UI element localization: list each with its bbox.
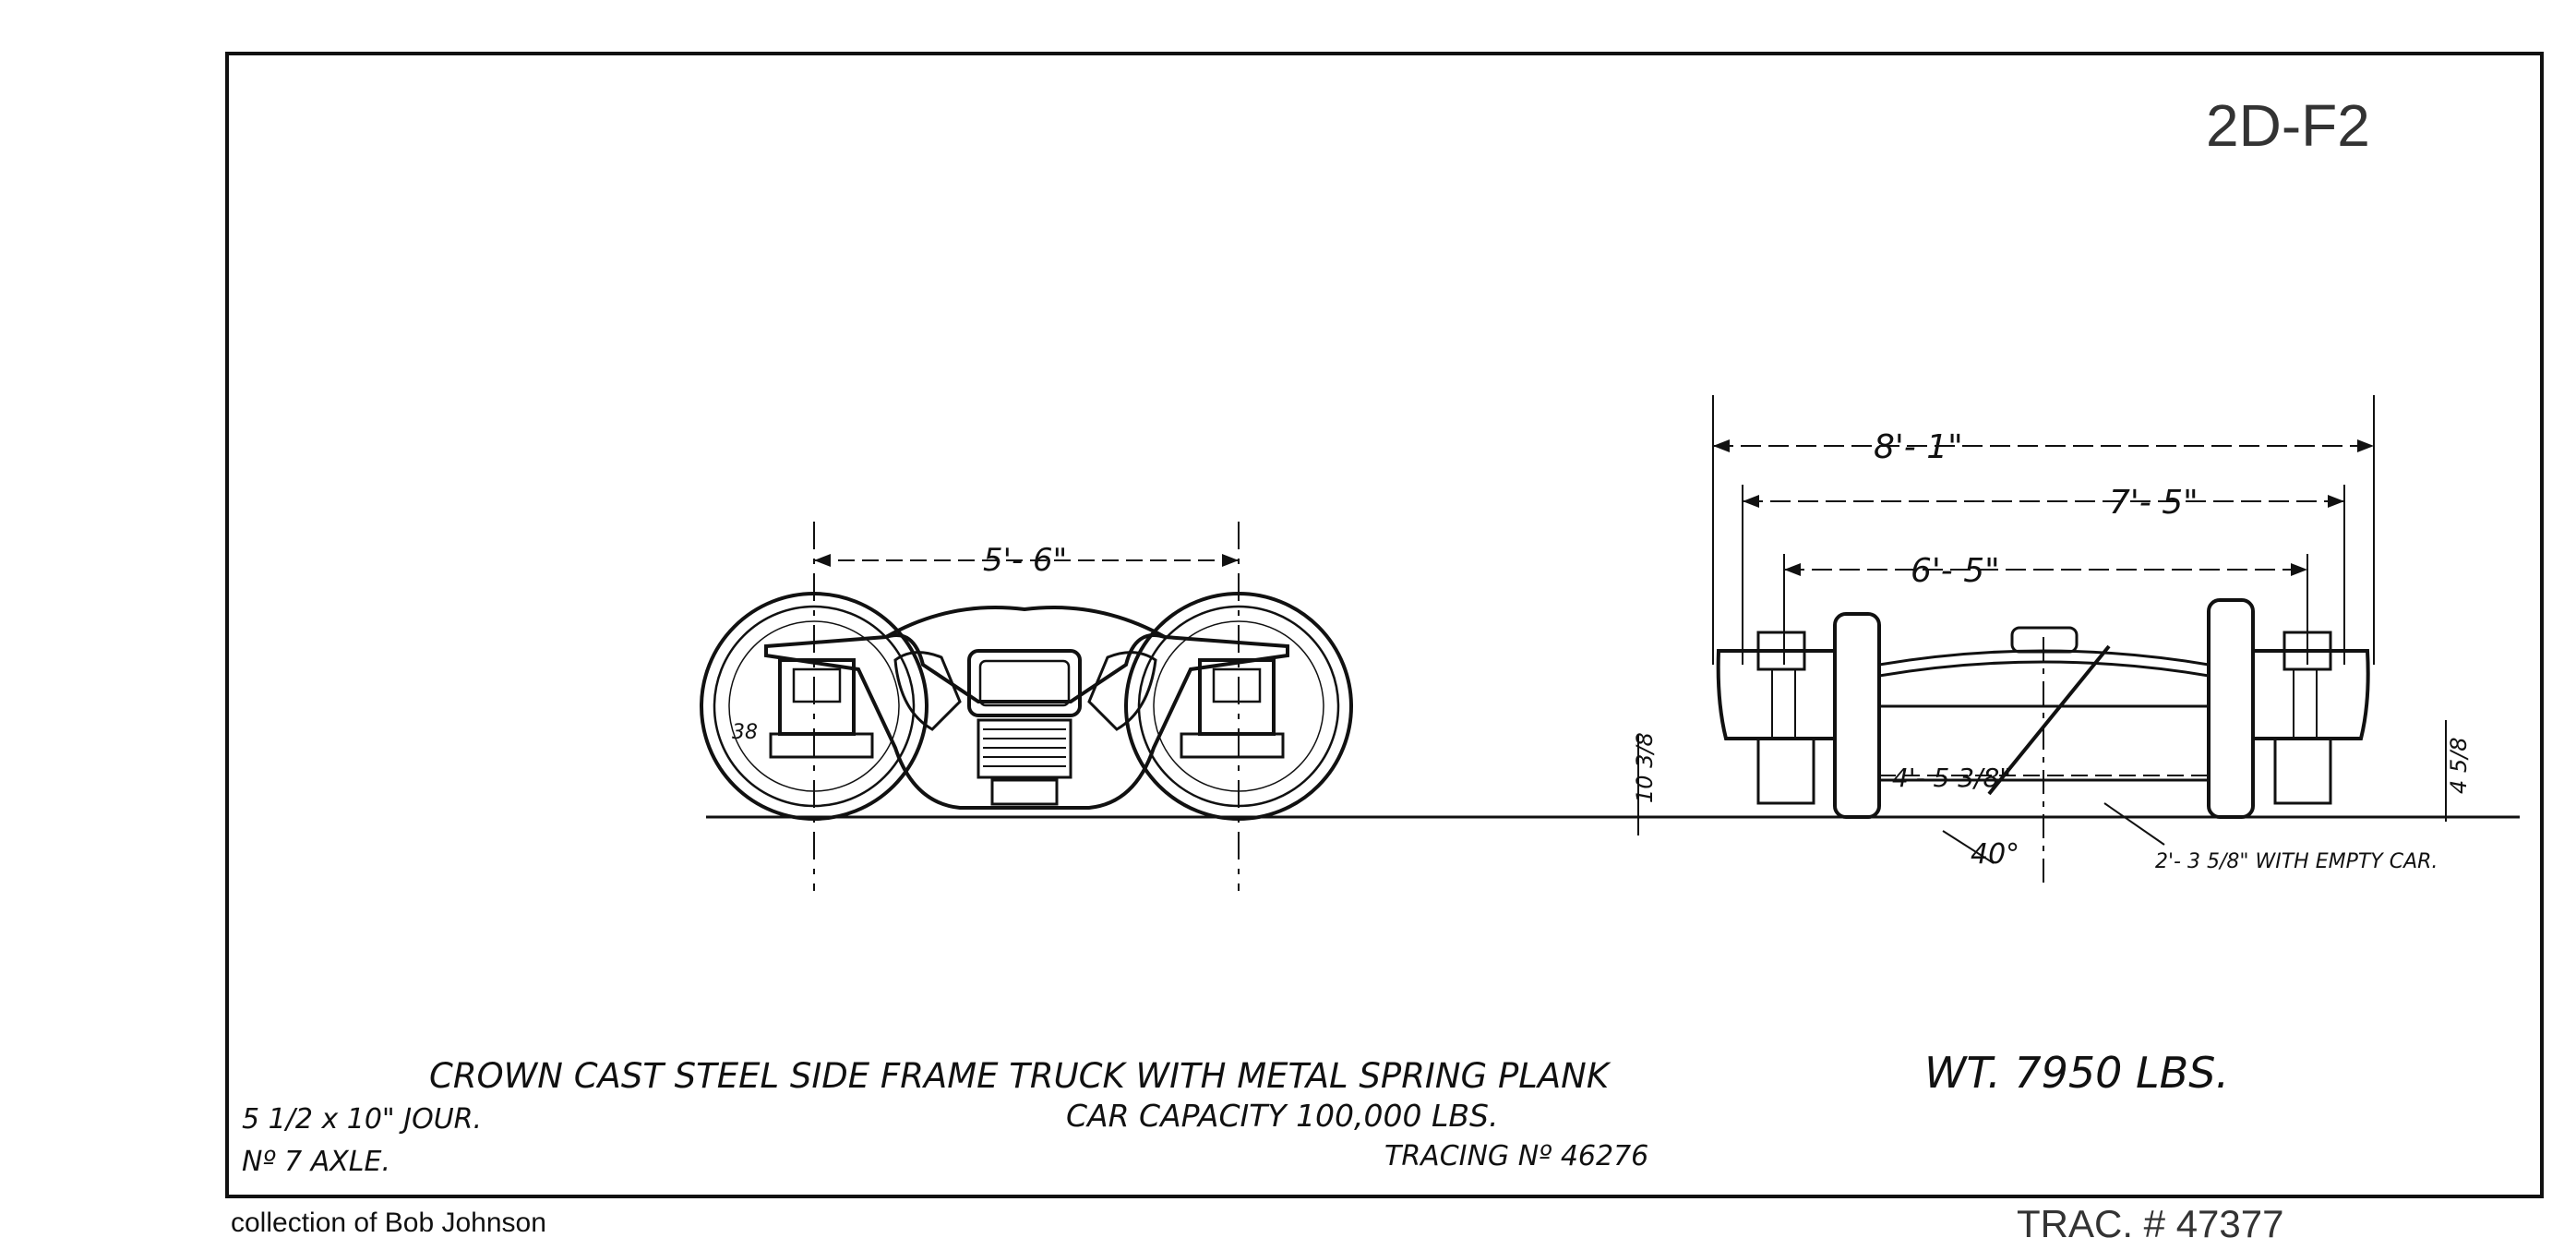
spring-plank [1877,649,2211,678]
empty-car-dimension: 2'- 3 5/8" WITH EMPTY CAR. [2155,850,2438,873]
end-left-wheel [1833,612,1881,819]
height-right-dimension: 4 5/8 [2446,737,2472,794]
end-right-frame [2251,631,2370,805]
side-view: 38 5'- 6" [700,522,1353,891]
left-journal-box [769,658,874,759]
truck-weight: WT. 7950 LBS. [1924,1048,2229,1098]
overall-width-dimension: 8'- 1" [1874,428,1963,466]
tracing-note: TRAC. # 47377 [2017,1202,2284,1245]
axle-number: Nº 7 AXLE. [242,1146,390,1178]
collection-credit: collection of Bob Johnson [231,1208,546,1238]
height-left-dimension: 10 3/8 [1632,732,1658,803]
wheel-note: 38 [732,721,758,744]
angle-dimension: 40° [1971,838,2019,871]
journal-size: 5 1/2 x 10" JOUR. [242,1103,482,1136]
tracing-number: TRACING Nº 46276 [1384,1140,1648,1172]
right-journal-box [1180,658,1285,759]
sheet-border [225,52,2544,1198]
wheelbase-dimension: 5'- 6" [983,542,1067,579]
drawing-title: CROWN CAST STEEL SIDE FRAME TRUCK WITH M… [429,1056,1611,1096]
end-left-frame [1716,631,1837,805]
car-capacity: CAR CAPACITY 100,000 LBS. [1066,1098,1498,1134]
spring-plank-dimension: 4'- 5 3/8" [1892,763,2011,793]
end-view: 8'- 1" 7'- 5" 6'- 5" [1632,395,2472,886]
side-frame [764,606,1289,810]
title-block: CROWN CAST STEEL SIDE FRAME TRUCK WITH M… [242,1048,2229,1178]
end-right-wheel [2207,598,2255,819]
center-dimension: 6'- 5" [1911,552,2000,590]
drawing-number: 2D-F2 [2206,92,2370,159]
width-dimension-2: 7'- 5" [2109,484,2199,522]
